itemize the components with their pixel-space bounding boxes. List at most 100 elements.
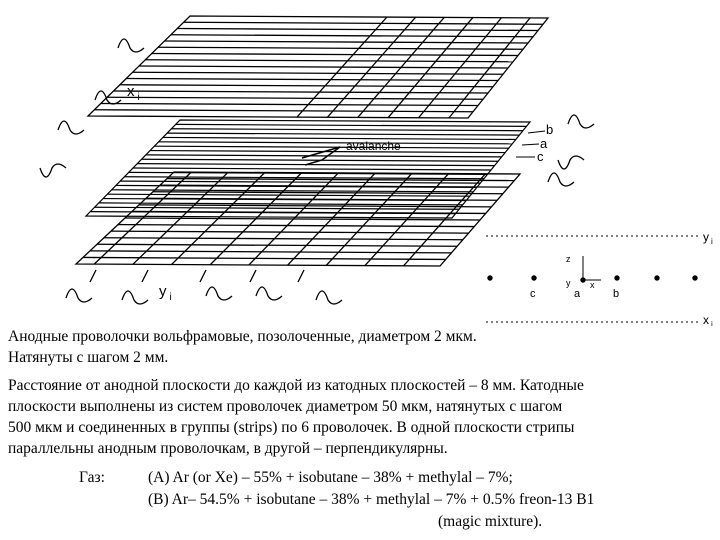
- wire: [94, 109, 474, 113]
- text-line: параллельны анодным проволочкам, в друго…: [8, 440, 448, 457]
- inset-label-x: x: [590, 280, 595, 290]
- wire: [151, 52, 519, 57]
- plane-outline: [84, 119, 532, 219]
- cross-strip: [364, 173, 450, 267]
- inset-label-y: y: [566, 278, 571, 288]
- leader-lines: [516, 130, 546, 158]
- plane-outline: [74, 171, 522, 267]
- cross-strip: [93, 171, 192, 265]
- cross-strip: [326, 16, 417, 118]
- inset-cross-section: [486, 235, 700, 323]
- pulse-icon: [94, 90, 122, 105]
- wire: [175, 123, 527, 127]
- gas-mixture-b: (B) Ar– 54.5% + isobutane – 38% + methyl…: [148, 491, 595, 508]
- wire: [119, 84, 494, 88]
- readout-tick: [297, 269, 305, 283]
- wire: [145, 154, 502, 158]
- wire: [164, 40, 529, 44]
- gas-mixture-a: (A) Ar (or Xe) – 55% + isobutane – 38% +…: [148, 469, 513, 486]
- pulse-icon: [117, 38, 145, 53]
- readout-tick: [249, 269, 257, 283]
- text-line: Расстояние от анодной плоскости до каждо…: [8, 377, 584, 394]
- wire: [103, 237, 463, 241]
- wire: [94, 206, 460, 210]
- wire: [100, 102, 479, 107]
- wire: [124, 176, 484, 180]
- wire: [171, 128, 523, 132]
- cross-strip: [132, 171, 229, 265]
- avalanche-arrow-icon: [301, 146, 341, 166]
- cross-strip: [448, 17, 531, 119]
- cross-strip: [209, 172, 303, 266]
- wire: [131, 210, 486, 215]
- pulse-icon: [65, 288, 93, 303]
- inset-label-z: z: [566, 254, 571, 264]
- cross-strip: [357, 16, 445, 118]
- pulse-icon: [121, 290, 149, 305]
- wire: [107, 96, 484, 100]
- wire: [170, 34, 534, 38]
- cathode-plane-bottom: [74, 171, 522, 267]
- wire: [138, 65, 509, 69]
- cross-strip: [287, 172, 376, 266]
- wire: [158, 46, 524, 50]
- wire: [126, 77, 499, 82]
- gas-label: Газ:: [79, 469, 105, 486]
- readout-tick: [199, 269, 207, 283]
- label-c: c: [537, 149, 544, 164]
- wire: [120, 180, 481, 184]
- pulse-icon: [567, 114, 595, 129]
- cross-strip: [248, 172, 339, 266]
- wire: [132, 167, 492, 171]
- pulse-icon: [557, 155, 585, 170]
- wire: [159, 184, 509, 188]
- wire: [89, 250, 452, 254]
- cross-strip: [171, 172, 266, 265]
- wire: [167, 132, 520, 136]
- wire: [110, 230, 469, 234]
- readout-tick: [89, 269, 97, 283]
- text-line: Натянуты с шагом 2 мм.: [8, 349, 169, 366]
- wire: [138, 204, 492, 208]
- cross-strip: [387, 17, 474, 118]
- pulse-icon: [315, 290, 343, 305]
- inset-label-b: b: [613, 288, 619, 300]
- gas-mixture-note: (magic mixture).: [438, 513, 543, 530]
- readout-tick: [141, 269, 149, 283]
- signal-pulses: [39, 38, 595, 305]
- wire: [82, 256, 446, 261]
- plane-outline: [86, 15, 550, 119]
- cross-strip: [296, 16, 388, 118]
- paragraph-cathode-planes: Расстояние от анодной плоскости до каждо…: [8, 375, 584, 459]
- pulse-icon: [547, 172, 575, 187]
- wire: [107, 193, 470, 197]
- avalanche-label: avalanche: [346, 139, 401, 153]
- wire: [162, 136, 516, 141]
- wire: [158, 141, 513, 145]
- inset-label-a: a: [574, 288, 581, 300]
- wire: [98, 202, 463, 206]
- text-line: Анодные проволочки вольфрамовые, позолоч…: [8, 328, 477, 345]
- pulse-icon: [205, 286, 233, 301]
- pulse-icon: [255, 286, 283, 301]
- cross-strip: [418, 17, 502, 119]
- wire: [154, 145, 509, 149]
- cross-strip: [325, 172, 413, 266]
- cathode-plane-top: [86, 15, 550, 119]
- wire: [166, 177, 515, 182]
- wire: [145, 197, 498, 201]
- wire: [152, 191, 503, 195]
- cross-strip: [403, 173, 486, 267]
- wire: [145, 59, 514, 63]
- wire: [124, 217, 481, 221]
- wire: [132, 71, 504, 75]
- wire: [150, 149, 506, 154]
- paragraph-anode-wires: Анодные проволочки вольфрамовые, позолоч…: [8, 326, 477, 368]
- wire: [183, 21, 544, 25]
- label-b: b: [546, 122, 553, 137]
- wire: [113, 90, 489, 94]
